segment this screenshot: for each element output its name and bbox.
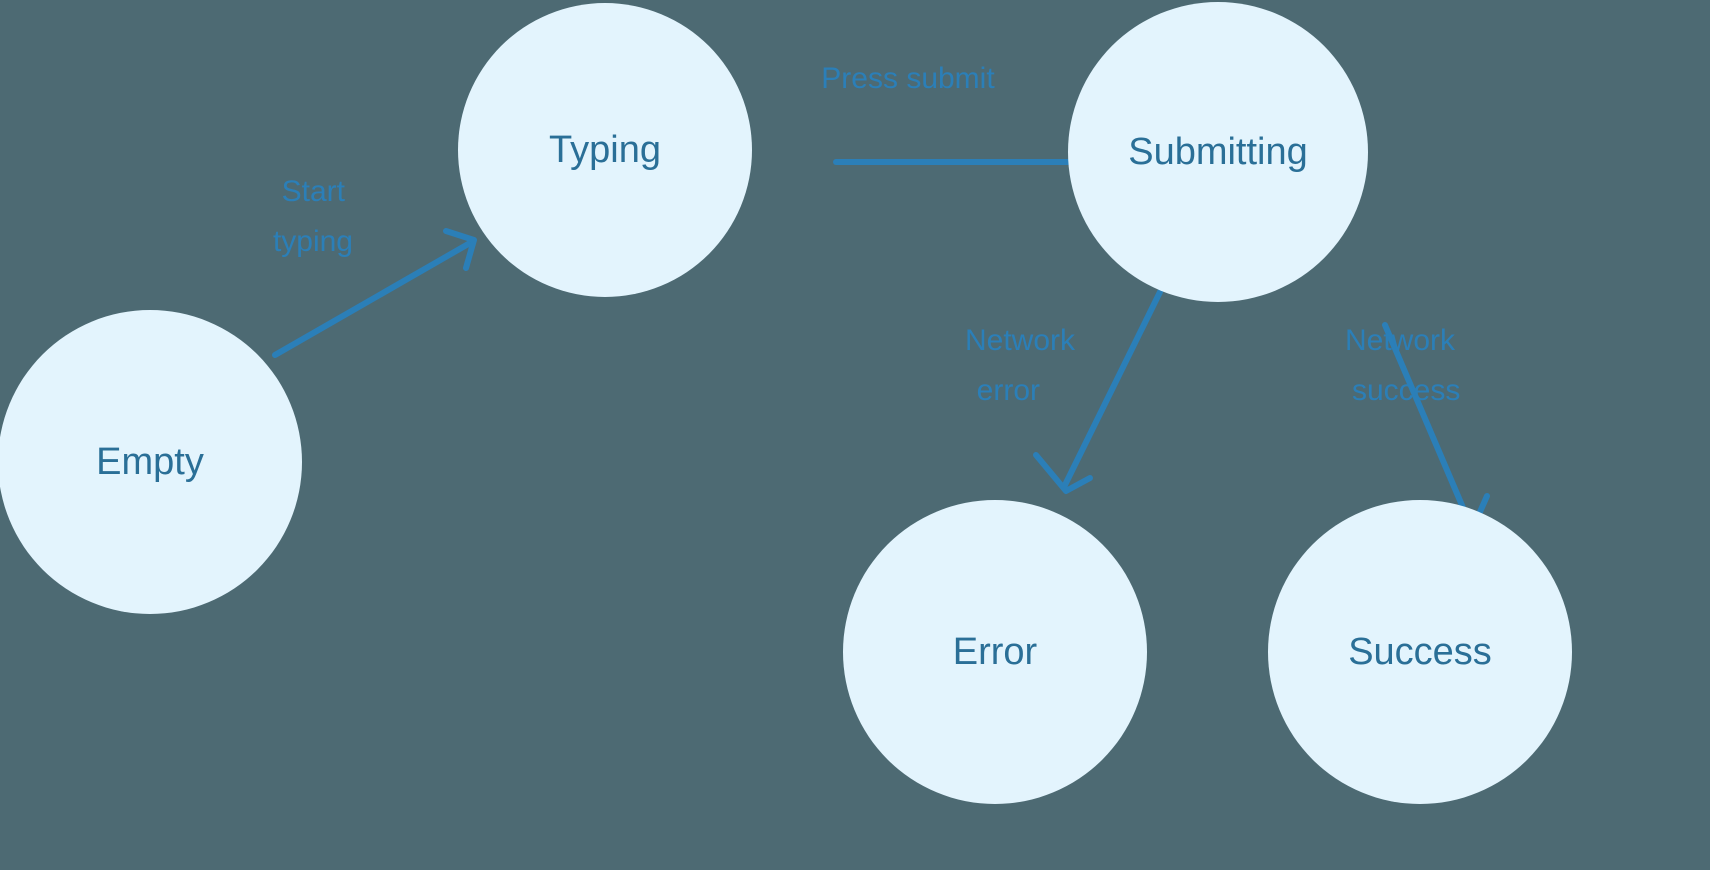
node-submitting[interactable]: Submitting <box>1068 2 1368 302</box>
node-typing[interactable]: Typing <box>458 3 752 297</box>
edge-submitting-to-error-arrowhead <box>1033 452 1093 494</box>
edge-label-network-success-line1: Network <box>1345 324 1456 357</box>
edge-submitting-to-success-line <box>1382 322 1473 527</box>
node-typing-label: Typing <box>549 129 661 171</box>
node-empty[interactable]: Empty <box>0 310 302 614</box>
edge-label-submitting-to-error: Network error <box>965 324 1076 407</box>
edge-label-network-error-line1: Network <box>965 324 1076 357</box>
node-empty-label: Empty <box>96 441 204 483</box>
edge-label-network-success-line2: success <box>1352 374 1460 407</box>
edge-submitting-to-error <box>1033 289 1163 494</box>
edge-label-network-error-line2: error <box>977 374 1040 407</box>
edge-label-submitting-to-success: Network success <box>1345 324 1460 407</box>
edge-submitting-to-error-line <box>1061 289 1163 490</box>
edge-label-start-typing-line1: Start <box>282 175 346 208</box>
node-error-label: Error <box>953 631 1038 673</box>
node-success-label: Success <box>1348 631 1492 673</box>
node-typing-circle[interactable] <box>458 3 752 297</box>
edge-label-press-submit: Press submit <box>821 62 995 95</box>
node-success-circle[interactable] <box>1268 500 1572 804</box>
edge-empty-to-typing <box>272 228 477 358</box>
node-submitting-circle[interactable] <box>1068 2 1368 302</box>
edge-label-start-typing-line2: typing <box>273 225 353 258</box>
node-error[interactable]: Error <box>843 500 1147 804</box>
node-success[interactable]: Success <box>1268 500 1572 804</box>
node-submitting-label: Submitting <box>1128 131 1308 173</box>
node-error-circle[interactable] <box>843 500 1147 804</box>
edge-empty-to-typing-line <box>272 240 473 358</box>
node-empty-circle[interactable] <box>0 310 302 614</box>
edge-empty-to-typing-arrowhead <box>443 228 477 271</box>
edge-label-typing-to-submitting: Press submit <box>821 62 995 95</box>
edge-label-empty-to-typing: Start typing <box>273 175 353 258</box>
